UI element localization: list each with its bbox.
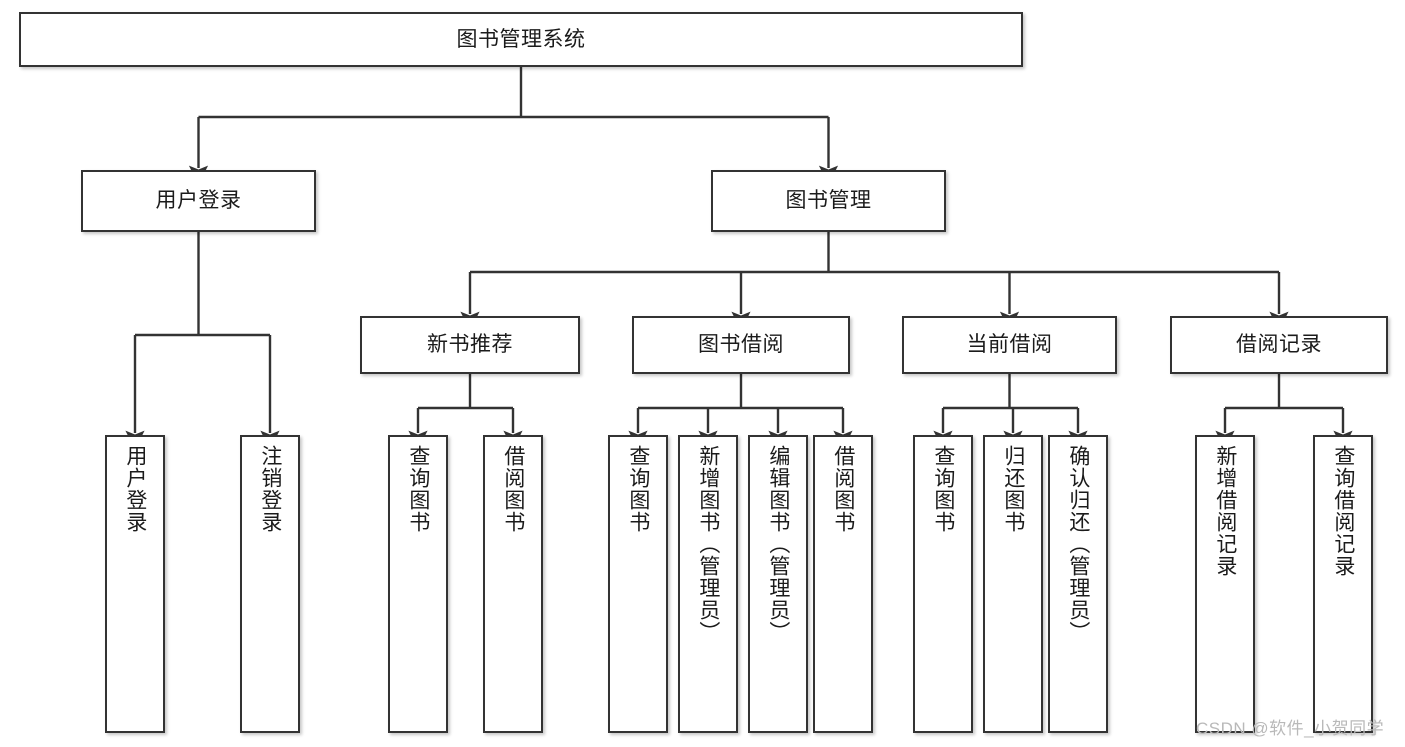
node-n6: 新增图书（管理员） xyxy=(678,435,738,733)
node-label: 查询图书 xyxy=(931,445,955,533)
node-l3d: 借阅记录 xyxy=(1170,316,1388,374)
node-root: 图书管理系统 xyxy=(19,12,1023,67)
node-label: 归还图书 xyxy=(1001,445,1025,533)
node-label: 新书推荐 xyxy=(427,333,513,357)
node-n8: 借阅图书 xyxy=(813,435,873,733)
node-label: 确认归还（管理员） xyxy=(1066,445,1090,643)
node-label: 查询图书 xyxy=(626,445,650,533)
node-l3b: 图书借阅 xyxy=(632,316,850,374)
node-n12: 新增借阅记录 xyxy=(1195,435,1255,733)
node-n5: 查询图书 xyxy=(608,435,668,733)
node-n10: 归还图书 xyxy=(983,435,1043,733)
node-label: 用户登录 xyxy=(155,189,242,213)
node-n13: 查询借阅记录 xyxy=(1313,435,1373,733)
node-n4: 借阅图书 xyxy=(483,435,543,733)
node-label: 用户登录 xyxy=(123,445,147,533)
node-label: 编辑图书（管理员） xyxy=(766,445,790,643)
node-label: 查询借阅记录 xyxy=(1331,445,1355,577)
node-n2: 注销登录 xyxy=(240,435,300,733)
node-label: 图书借阅 xyxy=(698,333,784,357)
node-n3: 查询图书 xyxy=(388,435,448,733)
node-label: 当前借阅 xyxy=(966,333,1053,357)
node-label: 借阅记录 xyxy=(1236,333,1322,357)
csdn-watermark: CSDN @软件_小贺同学 xyxy=(1196,719,1385,738)
node-label: 新增借阅记录 xyxy=(1213,445,1237,577)
node-label: 图书管理 xyxy=(785,189,872,213)
node-label: 查询图书 xyxy=(406,445,430,533)
node-l2b: 图书管理 xyxy=(711,170,946,232)
node-n9: 查询图书 xyxy=(913,435,973,733)
node-label: 新增图书（管理员） xyxy=(696,445,720,643)
node-label: 注销登录 xyxy=(258,445,282,533)
node-label: 借阅图书 xyxy=(501,445,525,533)
node-l3a: 新书推荐 xyxy=(360,316,580,374)
node-l3c: 当前借阅 xyxy=(902,316,1117,374)
node-n7: 编辑图书（管理员） xyxy=(748,435,808,733)
node-label: 图书管理系统 xyxy=(456,27,586,51)
node-n1: 用户登录 xyxy=(105,435,165,733)
node-label: 借阅图书 xyxy=(831,445,855,533)
node-n11: 确认归还（管理员） xyxy=(1048,435,1108,733)
node-l2a: 用户登录 xyxy=(81,170,316,232)
